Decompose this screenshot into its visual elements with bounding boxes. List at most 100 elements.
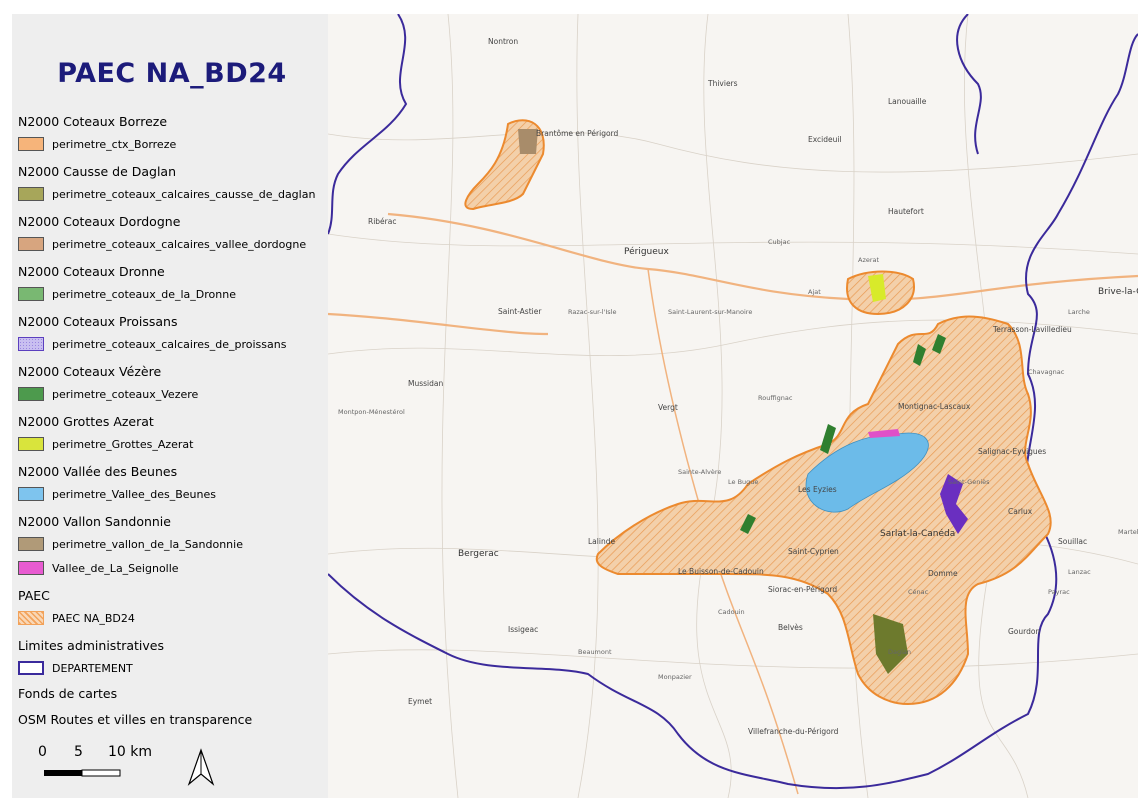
- scale-bar: 0 5 10 km: [30, 744, 190, 794]
- legend-item-label: Vallee_de_La_Seignolle: [52, 561, 179, 575]
- place-label: Le Bugue: [728, 478, 758, 486]
- legend-group-title: N2000 Coteaux Borreze: [18, 114, 168, 129]
- basemap-osm-title: OSM Routes et villes en transparence: [18, 712, 253, 727]
- legend-group: N2000 Coteaux Borreze perimetre_ctx_Borre…: [18, 112, 318, 156]
- place-label: Les Eyzies: [798, 485, 837, 494]
- legend-swatch: [18, 537, 44, 551]
- legend-item-label: perimetre_coteaux_calcaires_de_proissans: [52, 337, 287, 351]
- legend-item-label: DEPARTEMENT: [52, 661, 133, 675]
- place-label: Villefranche-du-Périgord: [748, 727, 839, 736]
- legend-swatch: [18, 387, 44, 401]
- legend-item-label: perimetre_coteaux_calcaires_causse_de_da…: [52, 187, 316, 201]
- place-label: Souillac: [1058, 537, 1087, 546]
- legend-swatch: [18, 187, 44, 201]
- map-svg: Sarlat-la-CanédaPérigueuxBergeracBrive-l…: [328, 14, 1138, 798]
- place-label: Issigeac: [508, 625, 538, 634]
- legend-group-title: N2000 Coteaux Proissans: [18, 314, 178, 329]
- place-label: Sainte-Alvère: [678, 468, 721, 476]
- place-label: Le Buisson-de-Cadouin: [678, 567, 764, 576]
- legend-item: perimetre_vallon_de_la_Sandonnie: [18, 532, 318, 556]
- place-label: Ajat: [808, 288, 821, 296]
- place-label: Brive-la-Gaillarde: [1098, 287, 1138, 297]
- legend-swatch: [18, 661, 44, 675]
- scale-label-5: 5: [74, 744, 83, 760]
- place-label: Montignac-Lascaux: [898, 402, 971, 411]
- place-label: Daglan: [888, 648, 911, 656]
- seignolle-area: [868, 429, 900, 438]
- place-label: Saint-Astier: [498, 307, 542, 316]
- scale-label-0: 0: [38, 744, 47, 760]
- legend-swatch: [18, 137, 44, 151]
- legend-item: perimetre_coteaux_calcaires_de_proissans: [18, 332, 318, 356]
- legend-title: PAEC NA_BD24: [57, 58, 287, 89]
- place-label: Bergerac: [458, 549, 499, 559]
- legend-item: perimetre_Grottes_Azerat: [18, 432, 318, 456]
- place-label: Terrasson-Lavilledieu: [992, 325, 1072, 334]
- legend-item-label: perimetre_Grottes_Azerat: [52, 437, 194, 451]
- legend-swatch: [18, 611, 44, 625]
- legend-group-title: N2000 Coteaux Vézère: [18, 364, 162, 379]
- legend-item: perimetre_coteaux_Vezere: [18, 382, 318, 406]
- place-label: Cadouin: [718, 608, 745, 616]
- place-label: Saint-Laurent-sur-Manoire: [668, 308, 752, 316]
- legend-swatch: [18, 561, 44, 575]
- legend-item: perimetre_ctx_Borreze: [18, 132, 318, 156]
- basemap-title: Fonds de cartes: [18, 686, 118, 701]
- scale-bar-graphic: [44, 769, 121, 777]
- daglan-strips: [873, 614, 908, 674]
- legend-group: N2000 Coteaux Dronne perimetre_coteaux_de…: [18, 262, 318, 306]
- legend-group: N2000 Coteaux Vézère perimetre_coteaux_Ve…: [18, 362, 318, 406]
- legend-swatch: [18, 487, 44, 501]
- place-label: Nontron: [488, 37, 518, 46]
- place-label: Gourdon: [1008, 627, 1040, 636]
- place-label: Belvès: [778, 623, 803, 632]
- legend-group: N2000 Coteaux Proissans perimetre_coteaux…: [18, 312, 318, 356]
- legend-group-title: N2000 Vallon Sandonnie: [18, 514, 171, 529]
- place-label: Rouffignac: [758, 394, 793, 402]
- legend-item-label: perimetre_coteaux_calcaires_vallee_dordo…: [52, 237, 307, 251]
- beunes-area: [805, 432, 929, 513]
- legend-item-label: perimetre_Vallee_des_Beunes: [52, 487, 216, 501]
- place-label: Larche: [1068, 308, 1090, 316]
- north-arrow-icon: [187, 748, 215, 786]
- place-label: Périgueux: [624, 246, 670, 257]
- legend-item-label: perimetre_coteaux_de_la_Dronne: [52, 287, 236, 301]
- legend-item: perimetre_coteaux_calcaires_causse_de_da…: [18, 182, 318, 206]
- place-labels: Sarlat-la-CanédaPérigueuxBergeracBrive-l…: [338, 37, 1138, 736]
- legend-swatch: [18, 287, 44, 301]
- place-label: Domme: [928, 569, 958, 578]
- sandonnie-area: [518, 129, 538, 154]
- place-label: Vergt: [658, 403, 678, 412]
- legend-group-title: PAEC: [18, 588, 50, 603]
- legend-group: N2000 Vallon Sandonnie perimetre_vallon_d…: [18, 512, 318, 580]
- place-label: Lalinde: [588, 537, 615, 546]
- place-label: Lanzac: [1068, 568, 1091, 576]
- legend-item-label: PAEC NA_BD24: [52, 611, 135, 625]
- scale-label-10: 10 km: [108, 744, 153, 760]
- place-label: Chavagnac: [1028, 368, 1065, 376]
- place-label: Salignac-Eyvigues: [978, 447, 1046, 456]
- place-label: Thiviers: [707, 79, 738, 88]
- place-label: Saint-Geniès: [948, 478, 990, 486]
- place-label: Martel: [1118, 528, 1138, 536]
- legend-group-title: Limites administratives: [18, 638, 164, 653]
- proissans-area: [940, 474, 968, 534]
- place-label: Mussidan: [408, 379, 443, 388]
- place-label: Montpon-Ménestérol: [338, 408, 405, 416]
- place-label: Payrac: [1048, 588, 1070, 596]
- legend-item: DEPARTEMENT: [18, 656, 318, 680]
- legend-item-label: perimetre_vallon_de_la_Sandonnie: [52, 537, 243, 551]
- legend-panel: PAEC NA_BD24: [12, 14, 328, 798]
- place-label: Cénac: [908, 588, 929, 596]
- place-label: Lanouaille: [888, 97, 927, 106]
- paec-area: [464, 119, 1052, 706]
- place-label: Excideuil: [808, 135, 842, 144]
- legend-group-title: N2000 Coteaux Dronne: [18, 264, 165, 279]
- vezere-strips: [740, 334, 946, 534]
